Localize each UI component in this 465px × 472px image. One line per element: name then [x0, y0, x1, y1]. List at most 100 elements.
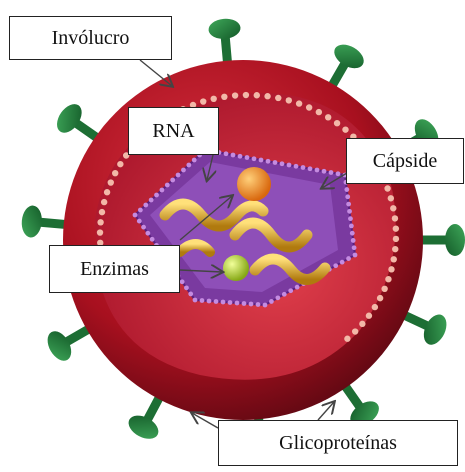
capsid-subunit [186, 163, 191, 168]
membrane-bead [334, 120, 340, 126]
membrane-bead [254, 92, 260, 98]
capsid-subunit [252, 156, 257, 161]
membrane-bead [264, 93, 270, 99]
capsid-subunit [184, 285, 189, 290]
capsid-subunit [346, 202, 351, 207]
membrane-bead [388, 195, 394, 201]
capsid-subunit [308, 166, 313, 171]
capsid-subunit [315, 168, 320, 173]
capsid-subunit [200, 298, 205, 303]
capsid-subunit [214, 299, 219, 304]
membrane-bead [344, 336, 350, 342]
capsid-subunit [333, 263, 338, 268]
membrane-bead [391, 256, 397, 262]
label-rna: RNA [128, 107, 219, 155]
membrane-bead [352, 328, 358, 334]
label-capsid: Cápside [346, 138, 464, 184]
capsid-subunit [266, 159, 271, 164]
capsid-subunit [231, 153, 236, 158]
membrane-bead [385, 276, 391, 282]
capsid-subunit [346, 256, 351, 261]
capsid-subunit [176, 173, 181, 178]
capsid-subunit [345, 194, 350, 199]
membrane-bead [392, 215, 398, 221]
capsid-subunit [143, 203, 148, 208]
capsid-subunit [275, 295, 280, 300]
capsid-subunit [280, 161, 285, 166]
membrane-bead [384, 185, 390, 191]
capsid-subunit [259, 158, 264, 163]
enzyme-green [223, 255, 249, 281]
capsid-subunit [180, 279, 185, 284]
capsid-subunit [221, 300, 226, 305]
capsid-subunit [349, 224, 354, 229]
membrane-bead [390, 205, 396, 211]
membrane-bead [342, 126, 348, 132]
membrane-bead [366, 313, 372, 319]
capsid-subunit [160, 188, 165, 193]
membrane-bead [377, 295, 383, 301]
capsid-subunit [137, 219, 142, 224]
capsid-subunit [287, 163, 292, 168]
capsid-subunit [282, 292, 287, 297]
glycoprotein-head [330, 40, 368, 73]
membrane-bead [101, 199, 107, 205]
capsid-subunit [238, 154, 243, 159]
capsid-subunit [273, 160, 278, 165]
membrane-bead [325, 114, 331, 120]
capsid-subunit [344, 187, 349, 192]
glycoprotein-head [419, 311, 451, 348]
glycoprotein-head [445, 224, 465, 256]
membrane-bead [372, 304, 378, 310]
label-enzymes: Enzimas [49, 245, 180, 293]
capsid-subunit [228, 300, 233, 305]
capsid-subunit [340, 260, 345, 265]
glycoprotein-head [125, 411, 163, 444]
membrane-bead [316, 109, 322, 115]
capsid-subunit [353, 253, 358, 258]
membrane-bead [388, 266, 394, 272]
capsid-subunit [207, 299, 212, 304]
enzyme-orange [237, 167, 271, 201]
membrane-bead [117, 161, 123, 167]
membrane-bead [381, 286, 387, 292]
capsid-subunit [294, 164, 299, 169]
label-glycoproteins: Glicoproteínas [218, 420, 458, 466]
membrane-bead [97, 219, 103, 225]
glycoprotein-head [208, 17, 242, 40]
membrane-bead [275, 95, 281, 101]
glycoprotein-head [43, 327, 76, 365]
capsid-subunit [133, 213, 138, 218]
capsid-subunit [192, 158, 197, 163]
capsid-subunit [288, 288, 293, 293]
capsid-subunit [256, 302, 261, 307]
capsid-subunit [235, 301, 240, 306]
capsid-subunit [193, 298, 198, 303]
capsid-subunit [347, 209, 352, 214]
capsid-subunit [145, 231, 150, 236]
membrane-bead [108, 179, 114, 185]
capsid-subunit [322, 169, 327, 174]
membrane-bead [97, 229, 103, 235]
capsid-subunit [170, 178, 175, 183]
capsid-subunit [351, 238, 356, 243]
capsid-subunit [188, 292, 193, 297]
membrane-bead [99, 209, 105, 215]
membrane-bead [393, 236, 399, 242]
capsid-subunit [154, 193, 159, 198]
capsid-subunit [348, 216, 353, 221]
membrane-bead [392, 246, 398, 252]
capsid-subunit [224, 151, 229, 156]
membrane-bead [393, 225, 399, 231]
label-envelope: Invólucro [9, 16, 172, 60]
capsid-subunit [242, 301, 247, 306]
membrane-bead [296, 100, 302, 106]
capsid-subunit [141, 225, 146, 230]
capsid-subunit [249, 302, 254, 307]
membrane-bead [243, 92, 249, 98]
membrane-bead [306, 104, 312, 110]
capsid-subunit [352, 245, 357, 250]
membrane-bead [221, 94, 227, 100]
capsid-subunit [301, 165, 306, 170]
